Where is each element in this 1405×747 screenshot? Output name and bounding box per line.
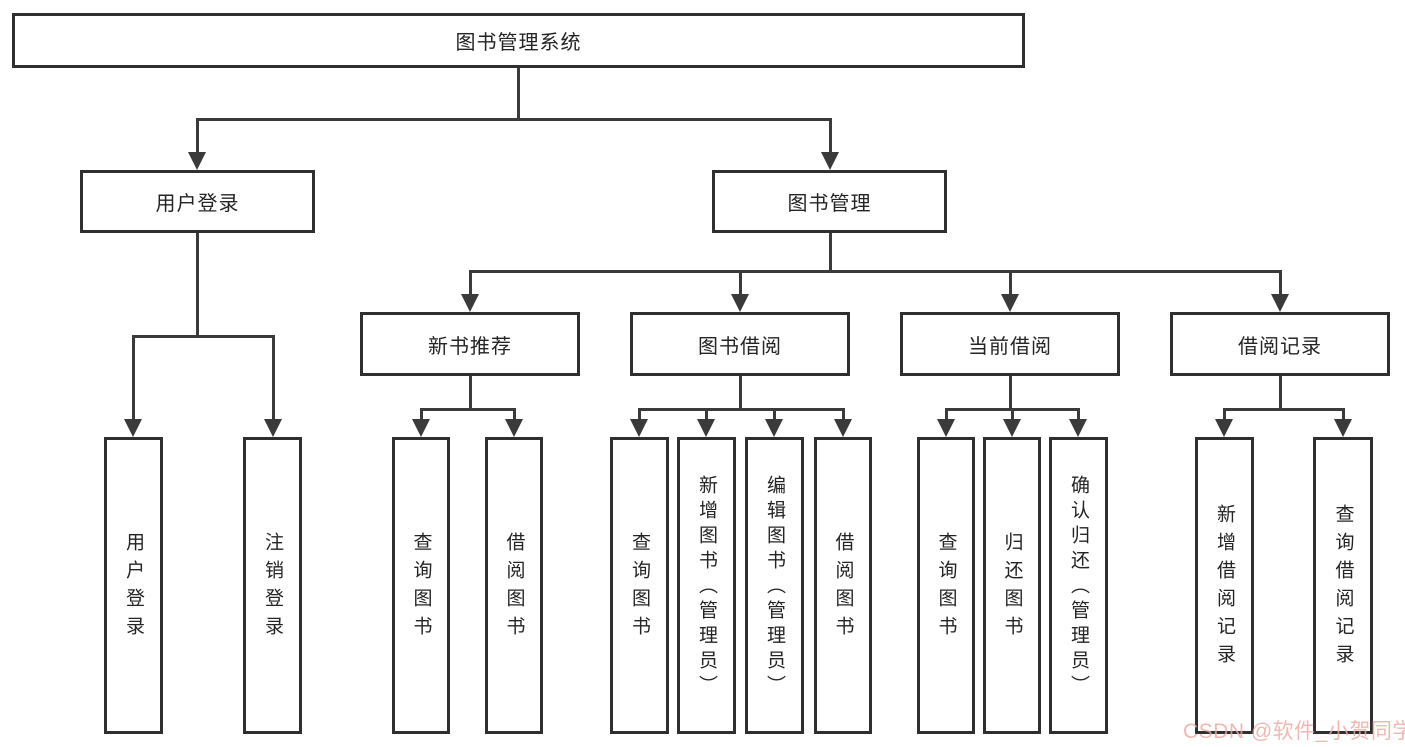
arrowhead-down — [124, 419, 142, 437]
connector — [739, 376, 742, 410]
leaf-query-books-current-label: 查询图书 — [935, 531, 957, 644]
arrowhead-down — [937, 419, 955, 437]
leaf-add-book-admin-label: 新增图书（管理员） — [696, 475, 717, 700]
arrowhead-down — [1003, 419, 1021, 437]
arrowhead-down — [1334, 419, 1352, 437]
node-user-login-label: 用户登录 — [155, 193, 240, 215]
connector — [739, 270, 742, 296]
connector — [705, 408, 708, 422]
leaf-borrow-books-recommend: 借阅图书 — [485, 437, 543, 734]
leaf-edit-book-admin-label: 编辑图书（管理员） — [764, 475, 785, 700]
node-new-book-recommend-label: 新书推荐 — [428, 335, 512, 358]
connector — [1342, 408, 1345, 422]
arrowhead-down — [505, 419, 523, 437]
leaf-user-login: 用户登录 — [104, 437, 163, 734]
leaf-borrow-books-borrow: 借阅图书 — [814, 437, 872, 734]
leaf-logout-label: 注销登录 — [262, 531, 283, 644]
arrowhead-down — [264, 419, 282, 437]
connector — [638, 408, 641, 422]
connector — [469, 376, 472, 410]
arrowhead-down — [731, 294, 749, 312]
connector — [196, 118, 832, 121]
connector — [132, 335, 275, 338]
leaf-query-borrow-record: 查询借阅记录 — [1313, 437, 1373, 734]
arrowhead-down — [765, 419, 783, 437]
arrowhead-down — [697, 419, 715, 437]
connector — [513, 408, 516, 422]
connector — [517, 68, 520, 120]
leaf-return-books: 归还图书 — [983, 437, 1041, 734]
leaf-query-books-current: 查询图书 — [917, 437, 975, 734]
leaf-query-borrow-record-label: 查询借阅记录 — [1332, 503, 1354, 672]
leaf-query-books-borrow: 查询图书 — [610, 437, 669, 734]
node-borrow-records-label: 借阅记录 — [1238, 335, 1322, 358]
arrowhead-down — [1271, 294, 1289, 312]
node-book-borrow-label: 图书借阅 — [698, 335, 782, 358]
arrowhead-down — [630, 419, 648, 437]
node-current-borrow: 当前借阅 — [900, 312, 1120, 376]
arrowhead-down — [1069, 419, 1087, 437]
arrowhead-down — [1001, 294, 1019, 312]
leaf-borrow-books-borrow-label: 借阅图书 — [832, 531, 854, 644]
arrowhead-down — [412, 419, 430, 437]
leaf-query-books-recommend-label: 查询图书 — [410, 531, 432, 644]
node-library-system: 图书管理系统 — [12, 13, 1025, 68]
node-user-login: 用户登录 — [80, 170, 315, 233]
arrowhead-down — [461, 294, 479, 312]
connector — [1011, 408, 1014, 422]
connector — [773, 408, 776, 422]
node-borrow-records: 借阅记录 — [1170, 312, 1390, 376]
node-book-borrow: 图书借阅 — [630, 312, 850, 376]
connector — [420, 408, 423, 422]
leaf-confirm-return-admin: 确认归还（管理员） — [1049, 437, 1108, 734]
node-new-book-recommend: 新书推荐 — [360, 312, 580, 376]
connector — [196, 233, 199, 337]
connector — [1223, 408, 1344, 411]
node-current-borrow-label: 当前借阅 — [968, 335, 1052, 358]
connector — [420, 408, 516, 411]
connector — [1223, 408, 1226, 422]
leaf-return-books-label: 归还图书 — [1001, 531, 1023, 644]
connector — [829, 118, 832, 154]
node-library-system-label: 图书管理系统 — [455, 32, 582, 54]
connector — [1009, 376, 1012, 410]
arrowhead-down — [821, 152, 839, 170]
leaf-user-login-label: 用户登录 — [123, 531, 144, 644]
connector — [272, 335, 275, 421]
arrowhead-down — [188, 152, 206, 170]
connector — [842, 408, 845, 422]
leaf-logout: 注销登录 — [243, 437, 302, 734]
arrowhead-down — [834, 419, 852, 437]
leaf-add-book-admin: 新增图书（管理员） — [677, 437, 736, 734]
leaf-edit-book-admin: 编辑图书（管理员） — [745, 437, 804, 734]
connector — [1077, 408, 1080, 422]
connector — [196, 118, 199, 154]
leaf-add-borrow-record: 新增借阅记录 — [1195, 437, 1254, 734]
node-book-management-label: 图书管理 — [787, 193, 872, 215]
connector — [469, 270, 1282, 273]
connector — [1009, 270, 1012, 296]
leaf-add-borrow-record-label: 新增借阅记录 — [1214, 503, 1235, 672]
connector — [829, 233, 832, 272]
connector — [1279, 270, 1282, 296]
connector — [638, 408, 845, 411]
node-book-management: 图书管理 — [712, 170, 947, 233]
connector — [132, 335, 135, 421]
leaf-borrow-books-recommend-label: 借阅图书 — [503, 531, 525, 644]
leaf-confirm-return-admin-label: 确认归还（管理员） — [1068, 475, 1089, 700]
connector — [469, 270, 472, 296]
arrowhead-down — [1215, 419, 1233, 437]
leaf-query-books-borrow-label: 查询图书 — [629, 531, 650, 644]
connector — [945, 408, 948, 422]
connector — [1279, 376, 1282, 410]
leaf-query-books-recommend: 查询图书 — [392, 437, 450, 734]
